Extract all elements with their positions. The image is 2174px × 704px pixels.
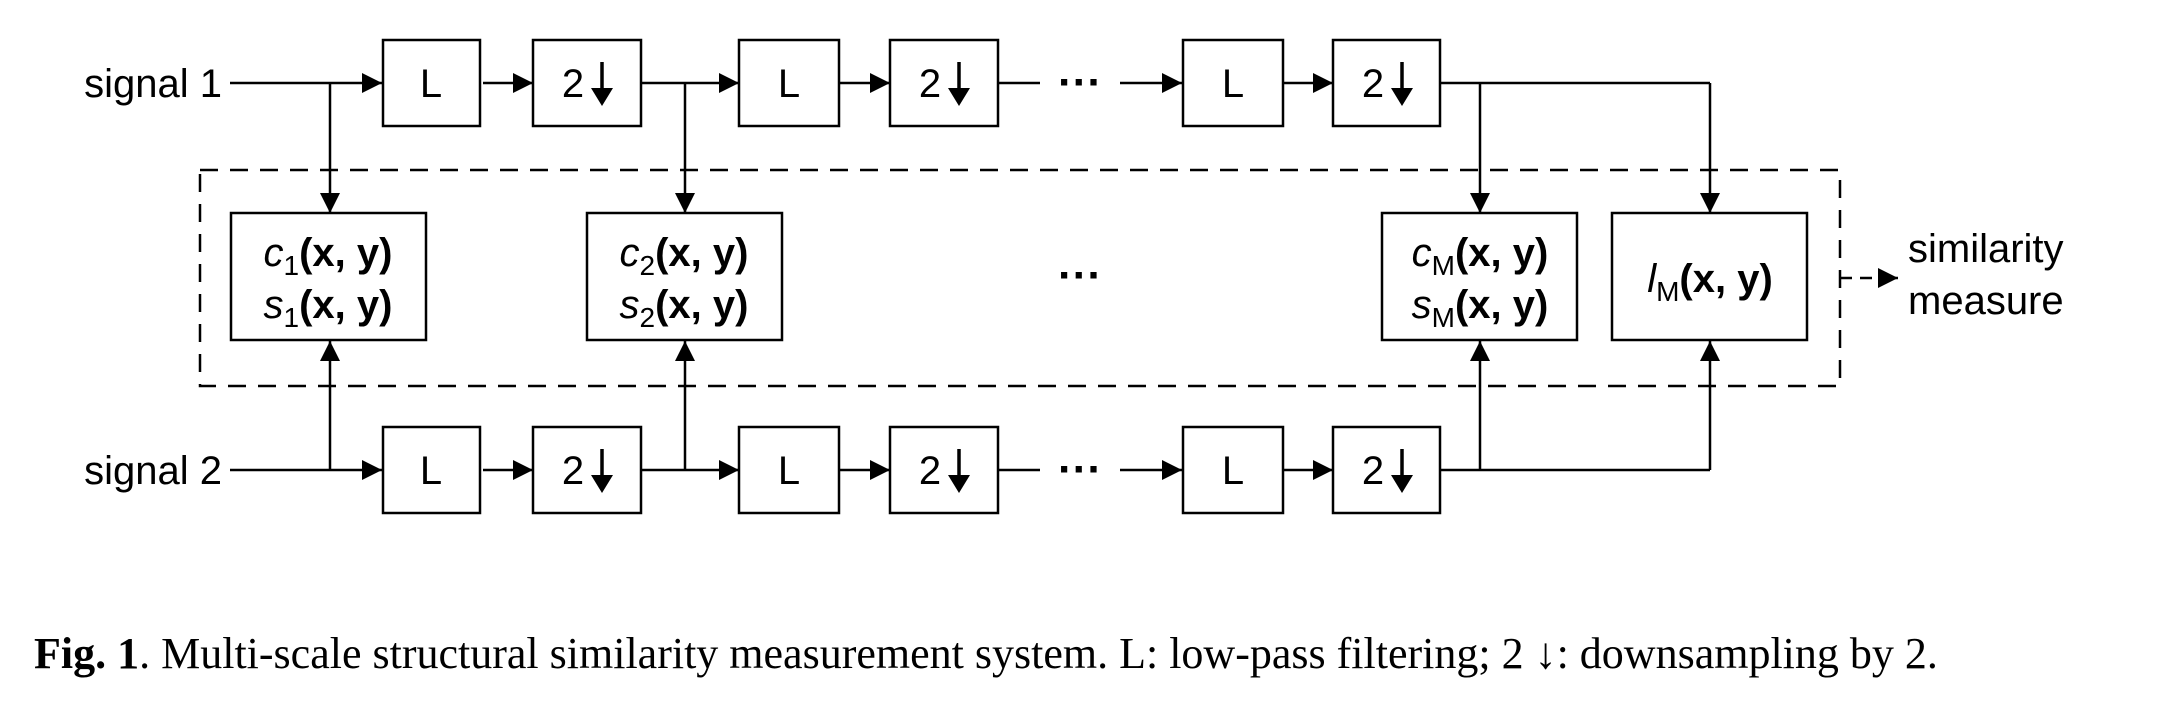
downsample-label: 2: [562, 449, 584, 493]
lowpass-filter-label: L: [420, 62, 442, 106]
signal1-label: signal 1: [84, 62, 222, 106]
similarity-block-enclosure: [198, 168, 1842, 388]
lowpass-filter-label: L: [778, 62, 800, 106]
module-m-line1: cM(x, y): [1412, 231, 1549, 281]
lowpass-filter-label: L: [420, 449, 442, 493]
module-1-line1: c1(x, y): [264, 231, 393, 281]
down-arrow-icon-head: [948, 88, 970, 106]
figure-caption-text: . Multi-scale structural similarity meas…: [139, 629, 1938, 678]
downsample-box: [531, 38, 643, 128]
lowpass-filter-box: [1181, 425, 1285, 515]
lowpass-filter-label: L: [1222, 449, 1244, 493]
signal1-stage-2: L 2: [737, 38, 1000, 128]
contrast-structure-module-m: cM(x, y) sM(x, y): [1380, 211, 1579, 342]
down-arrow-icon-head: [948, 475, 970, 493]
contrast-structure-module-2: c2(x, y) s2(x, y): [585, 211, 784, 342]
downsample-box: [1331, 425, 1442, 515]
module-m-line2: sM(x, y): [1412, 283, 1549, 333]
signal2-ellipsis: ···: [1058, 445, 1102, 494]
module-1-line2: s1(x, y): [264, 283, 393, 333]
lowpass-filter-label: L: [1222, 62, 1244, 106]
downsample-label: 2: [1362, 62, 1384, 106]
output-label-line2: measure: [1908, 279, 2064, 323]
signal2-stage-2: L 2: [737, 425, 1000, 515]
down-arrow-icon-head: [591, 475, 613, 493]
lowpass-filter-label: L: [778, 449, 800, 493]
downsample-label: 2: [562, 62, 584, 106]
module-2-line2: s2(x, y): [620, 283, 749, 333]
downsample-box: [1331, 38, 1442, 128]
downsample-box: [531, 425, 643, 515]
down-arrow-icon-head: [1391, 475, 1413, 493]
signal1-stage-m: L 2: [1181, 38, 1442, 128]
lowpass-filter-box: [1181, 38, 1285, 128]
downsample-label: 2: [919, 449, 941, 493]
lowpass-filter-box: [737, 425, 841, 515]
figure-caption: Fig. 1. Multi-scale structural similarit…: [34, 628, 2154, 679]
figure-caption-label: Fig. 1: [34, 629, 140, 678]
down-arrow-icon-head: [1391, 88, 1413, 106]
downsample-box: [888, 425, 1000, 515]
signal2-stage-m: L 2: [1181, 425, 1442, 515]
module-2-line1: c2(x, y): [620, 231, 749, 281]
modules-ellipsis: ···: [1058, 251, 1102, 300]
lowpass-filter-box: [381, 38, 482, 128]
lowpass-filter-box: [381, 425, 482, 515]
signal1-ellipsis: ···: [1058, 58, 1102, 107]
signal1-stage-1: L 2: [381, 38, 643, 128]
downsample-box: [888, 38, 1000, 128]
down-arrow-icon-head: [591, 88, 613, 106]
luminance-module-line: lM(x, y): [1647, 257, 1773, 307]
signal2-stage-1: L 2: [381, 425, 643, 515]
output-label-line1: similarity: [1908, 227, 2064, 271]
signal2-label: signal 2: [84, 449, 222, 493]
downsample-label: 2: [1362, 449, 1384, 493]
contrast-structure-module-1: c1(x, y) s1(x, y): [229, 211, 428, 342]
luminance-module-m: lM(x, y): [1610, 211, 1809, 342]
downsample-label: 2: [919, 62, 941, 106]
lowpass-filter-box: [737, 38, 841, 128]
